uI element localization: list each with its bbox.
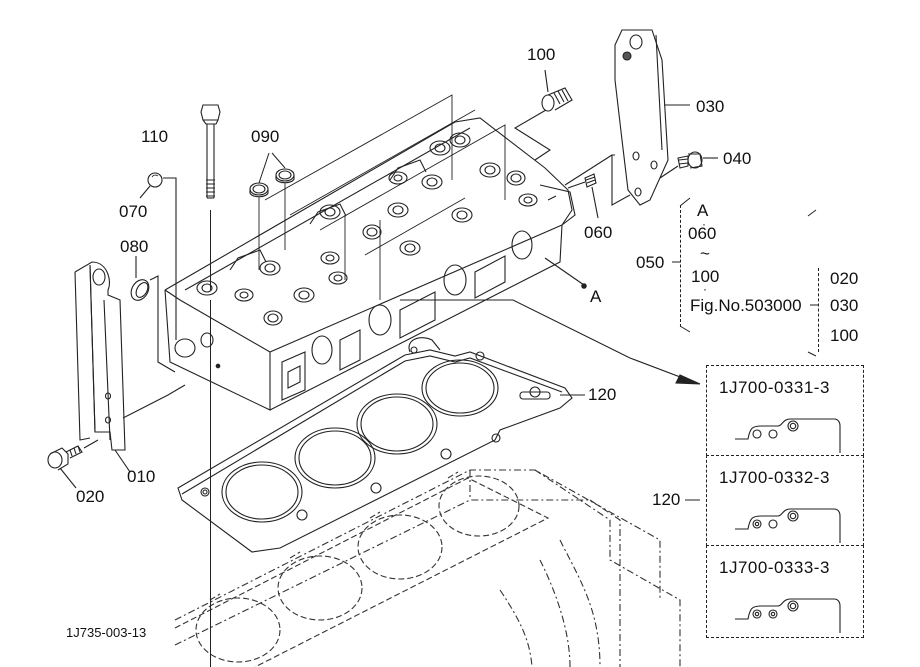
mark-hole-inner-ring — [789, 602, 797, 610]
callout-100[interactable]: 100 — [527, 45, 556, 64]
mark-hole-ringed — [787, 420, 799, 432]
callout-040[interactable]: 040 — [723, 149, 752, 168]
fig-ref-item-020: 020 — [830, 269, 859, 288]
variant-mark-glyph — [735, 418, 841, 453]
threaded-plug — [513, 69, 573, 161]
engine-block-outline — [174, 469, 681, 667]
assembly-050-bracket — [680, 205, 681, 327]
variant-part-number: 1J700-0333-3 — [719, 558, 830, 577]
lifting-bracket-left — [74, 261, 186, 473]
callout-080[interactable]: 080 — [120, 237, 149, 256]
head-gasket — [177, 337, 573, 553]
fig-ref-item-030: 030 — [830, 296, 859, 315]
alignment-lines — [264, 94, 506, 300]
callout-060[interactable]: 060 — [584, 223, 613, 242]
variant-part-number: 1J700-0332-3 — [719, 468, 830, 487]
assembly-dot: · — [702, 217, 706, 231]
fig-reference[interactable]: Fig.No.503000 — [690, 296, 802, 315]
mark-hole-inner-ring — [789, 512, 797, 520]
callout-070[interactable]: 070 — [119, 202, 148, 221]
gasket-edge-outline — [735, 418, 841, 453]
variant-box-2[interactable]: 1J700-0332-3 — [706, 455, 864, 546]
cylinder-head — [164, 117, 576, 411]
valve-bosses — [196, 132, 538, 326]
variant-mark-glyph — [735, 598, 841, 633]
callout-110[interactable]: 110 — [141, 127, 169, 146]
port-flanges — [281, 230, 533, 401]
fig-ref-item-100: 100 — [830, 326, 859, 345]
variant-mark-glyph — [735, 508, 841, 543]
variant-group-label: 120 — [652, 490, 681, 509]
gasket-edge-outline — [735, 508, 841, 543]
assembly-item-100: 100 — [691, 267, 720, 286]
variant-part-number: 1J700-0331-3 — [719, 378, 830, 397]
variant-leader-arrow — [400, 299, 701, 396]
mark-hole-inner-ring — [770, 611, 776, 617]
lifting-plate-right — [564, 29, 690, 206]
mark-hole-ringed — [787, 600, 799, 612]
assembly-range-tilde: ~ — [700, 244, 710, 263]
plug-060 — [567, 173, 599, 219]
callout-030[interactable]: 030 — [696, 97, 725, 116]
mark-hole-inner-ring — [754, 521, 760, 527]
assembly-item-060: 060 — [688, 224, 717, 243]
mark-hole-open — [768, 429, 778, 439]
mark-hole-open — [768, 519, 778, 529]
bolt-020 — [47, 439, 99, 489]
mark-hole-open — [752, 429, 762, 439]
mark-hole-ringed — [752, 609, 762, 619]
block-deck — [174, 471, 550, 667]
assembly-dot: · — [703, 282, 707, 296]
figure-code: 1J735-003-13 — [66, 625, 147, 640]
mark-hole-inner-ring — [754, 611, 760, 617]
fig-reference-bracket — [818, 268, 819, 352]
variant-box-3[interactable]: 1J700-0333-3 — [706, 545, 864, 638]
pointer-a-label: A — [590, 287, 602, 306]
callout-050[interactable]: 050 — [636, 253, 665, 272]
gasket-edge-outline — [735, 598, 841, 633]
callout-090[interactable]: 090 — [251, 127, 280, 146]
variant-marks — [735, 418, 841, 633]
mark-hole-ringed — [752, 519, 762, 529]
ball-plug — [139, 172, 177, 340]
mark-hole-ringed — [787, 510, 799, 522]
mark-hole-ringed — [768, 609, 778, 619]
head-bolt — [200, 104, 221, 667]
mark-hole-inner-ring — [789, 422, 797, 430]
bolt-040 — [659, 151, 718, 179]
o-rings — [249, 152, 295, 270]
callout-120[interactable]: 120 — [588, 385, 617, 404]
callout-010[interactable]: 010 — [127, 467, 156, 486]
callout-020[interactable]: 020 — [76, 487, 105, 506]
variant-box-1[interactable]: 1J700-0331-3 — [706, 365, 864, 456]
assembly-item-a: A — [697, 201, 709, 220]
seal-ring — [130, 256, 176, 373]
pointer-a-leader — [544, 257, 587, 289]
